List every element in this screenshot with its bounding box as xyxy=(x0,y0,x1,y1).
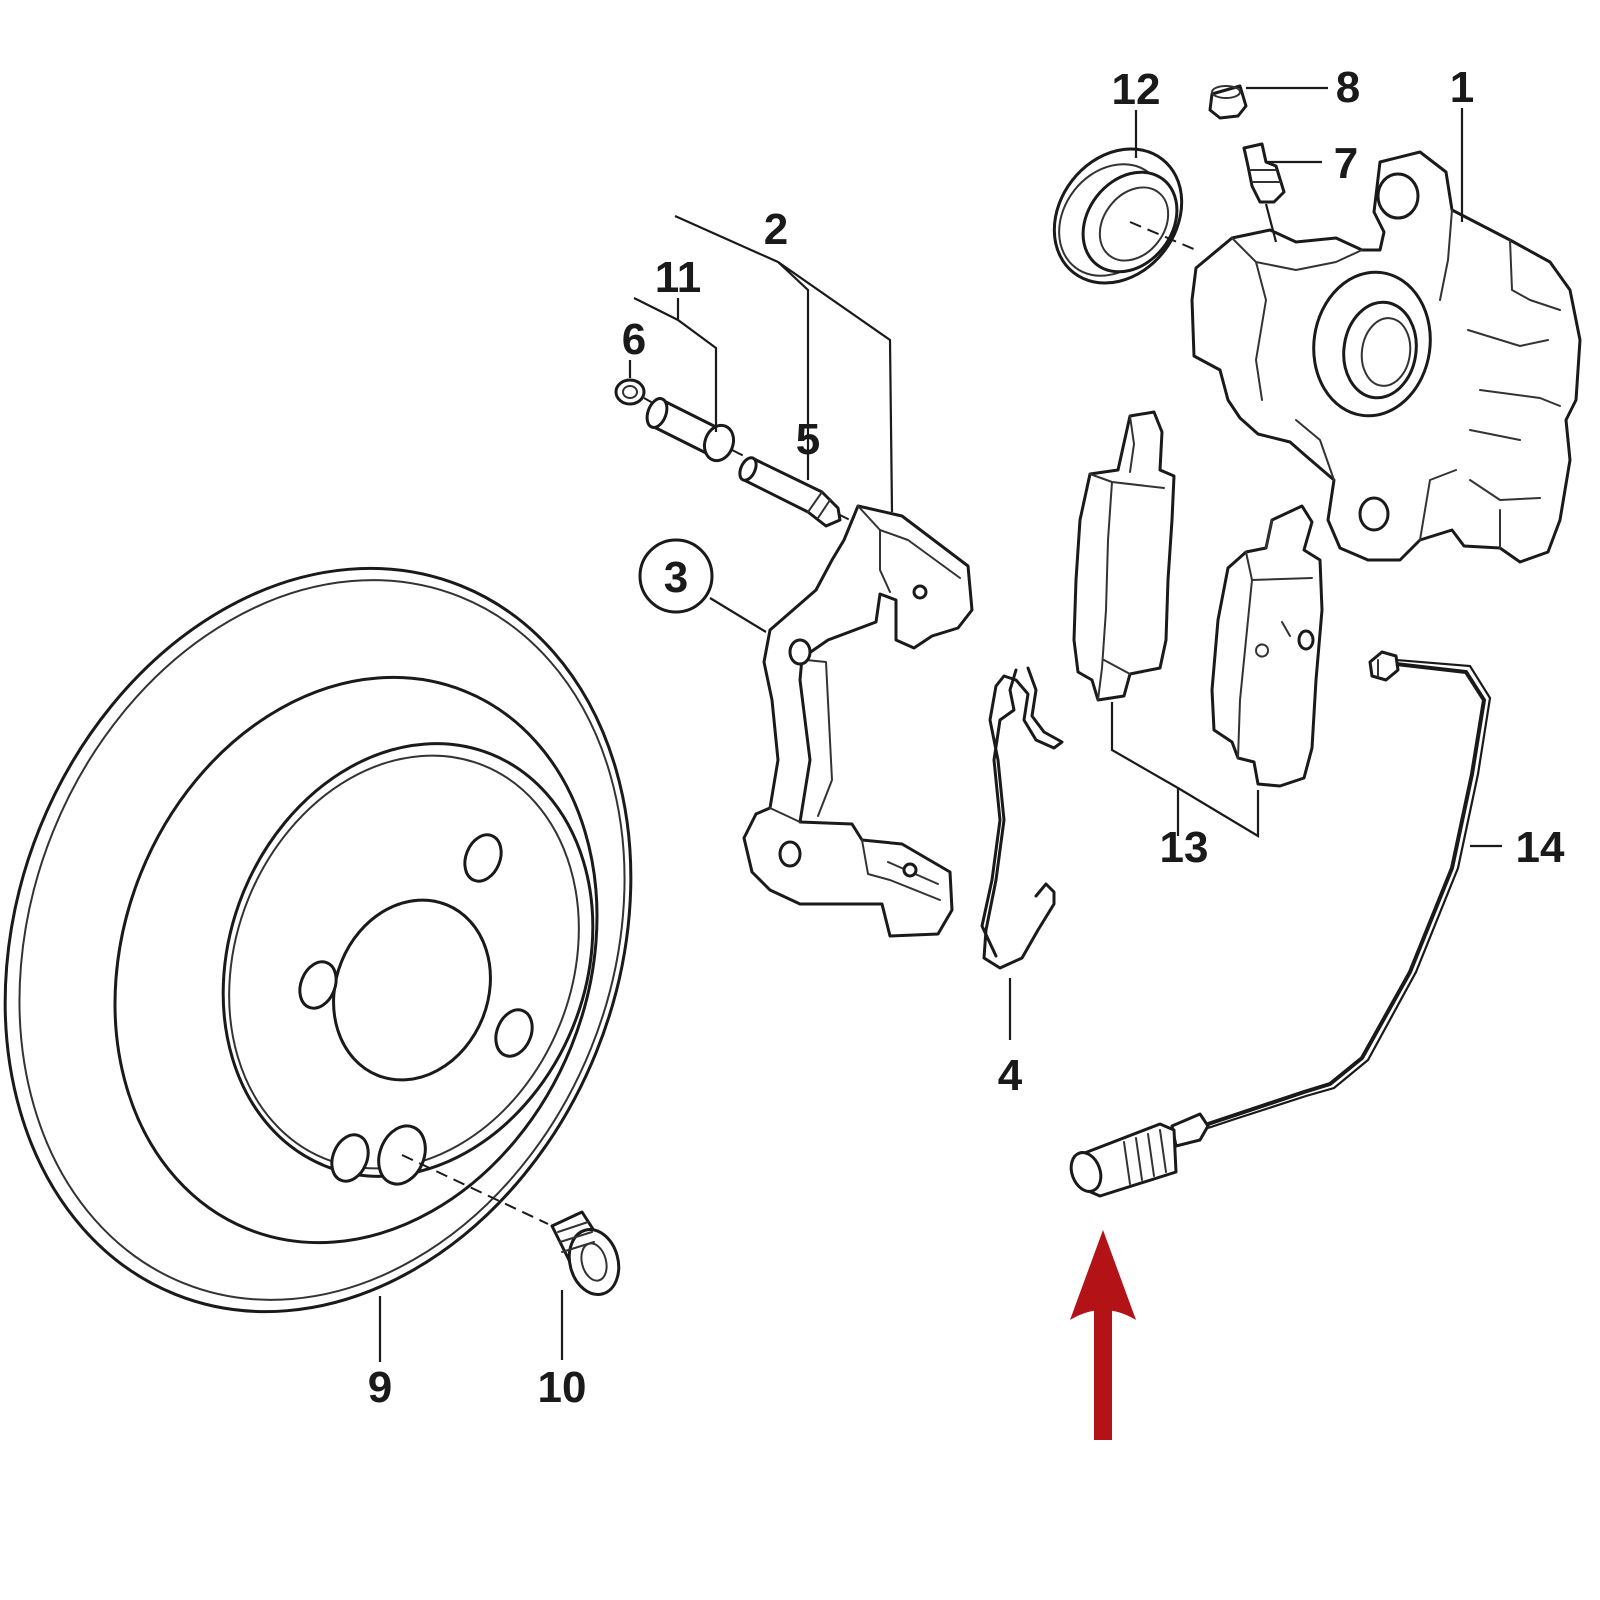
brake-pad-inner xyxy=(1210,504,1324,788)
callout-5: 5 xyxy=(796,415,820,464)
bleeder-dust-cap xyxy=(1208,84,1248,120)
brake-wear-sensor xyxy=(1069,650,1492,1198)
callout-6: 6 xyxy=(622,315,646,364)
guide-bolt-cap xyxy=(614,378,646,406)
callout-9: 9 xyxy=(368,1363,392,1412)
brake-disc xyxy=(3,566,633,1314)
callout-13: 13 xyxy=(1160,823,1209,872)
bleeder-valve xyxy=(1242,142,1286,243)
callout-14: 14 xyxy=(1516,823,1565,872)
highlight-arrow xyxy=(1070,1230,1136,1440)
callout-12: 12 xyxy=(1112,65,1161,114)
brake-caliper xyxy=(1190,150,1582,564)
callout-3: 3 xyxy=(664,553,688,602)
callout-2: 2 xyxy=(764,205,788,254)
leader-lines xyxy=(378,86,1502,1362)
callout-7: 7 xyxy=(1334,139,1358,188)
guide-axis-line-3 xyxy=(837,513,859,525)
piston-seal xyxy=(1052,147,1184,285)
callout-3-circle xyxy=(638,538,714,614)
wheel-bolt xyxy=(550,1210,621,1296)
callout-11: 11 xyxy=(655,253,702,302)
callout-4: 4 xyxy=(998,1051,1023,1100)
caliper-carrier xyxy=(742,504,974,938)
callout-8: 8 xyxy=(1336,63,1360,112)
guide-bolt xyxy=(738,456,842,528)
bolt-axis-line xyxy=(401,1154,549,1225)
callout-1: 1 xyxy=(1450,63,1474,112)
guide-axis-line-2 xyxy=(731,449,753,461)
guide-sleeve xyxy=(645,397,736,463)
pad-spring-clip xyxy=(980,666,1064,970)
seal-axis-line xyxy=(1129,221,1197,251)
callout-10: 10 xyxy=(538,1363,587,1412)
brake-pad-outer xyxy=(1072,410,1176,702)
